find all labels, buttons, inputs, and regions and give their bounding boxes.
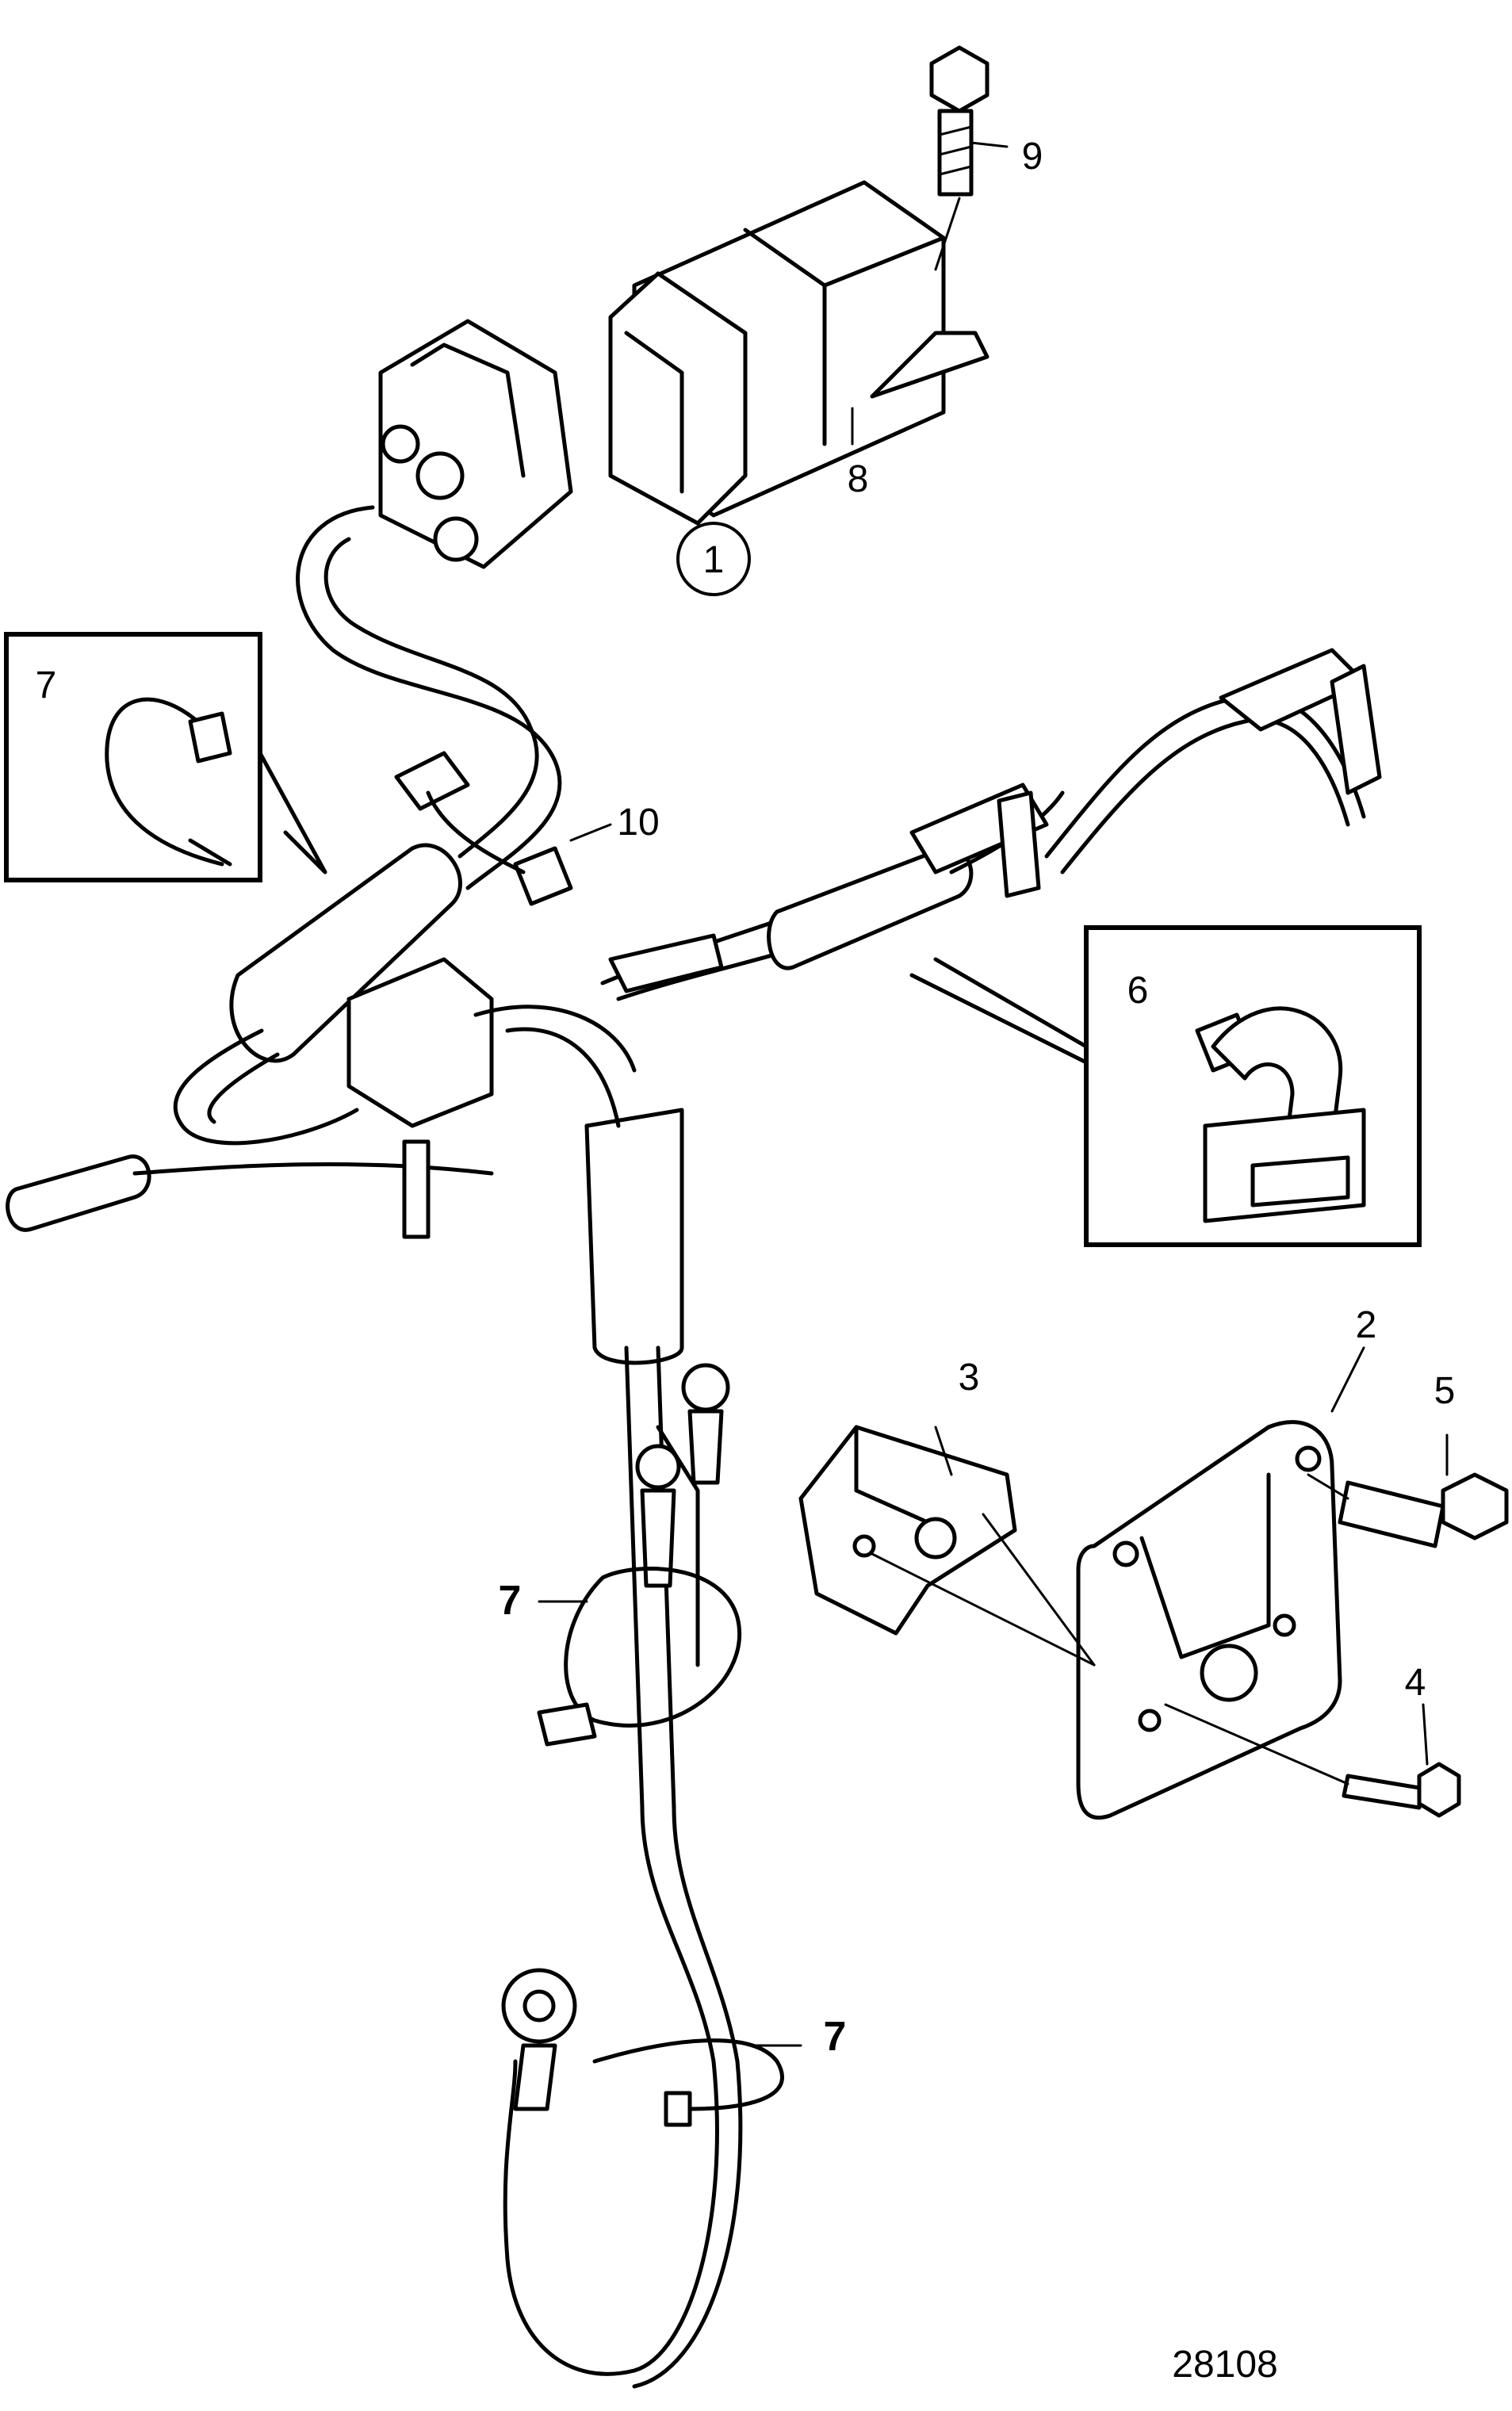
- label-7-upper: 7: [499, 1578, 522, 1624]
- main-connector-part: [378, 319, 573, 569]
- inset-box-clip: [909, 925, 1422, 1247]
- cable-harness: [6, 505, 1382, 2389]
- label-1: 1: [703, 539, 725, 581]
- label-9: 9: [1022, 136, 1043, 178]
- label-4: 4: [1405, 1662, 1426, 1704]
- cable-tie-lower: [592, 2038, 784, 2127]
- label-7-inset: 7: [36, 664, 57, 706]
- label-6: 6: [1127, 970, 1149, 1012]
- bolt-part: [929, 45, 1009, 271]
- cable-tie-upper: [537, 1567, 741, 1747]
- bracket-part: [1076, 1346, 1365, 1820]
- inset-box-tie: [4, 632, 327, 882]
- label-3: 3: [959, 1357, 980, 1399]
- screw-small-part: [1342, 1703, 1461, 1818]
- screw-large-part: [1307, 1433, 1509, 1548]
- cable-tie-top: [394, 751, 573, 906]
- callout-1: 1: [676, 522, 751, 596]
- label-5: 5: [1434, 1370, 1456, 1412]
- label-2: 2: [1356, 1304, 1377, 1346]
- label-8: 8: [848, 458, 869, 500]
- relay-part: [798, 1425, 1017, 1636]
- label-10: 10: [617, 802, 659, 844]
- figure-id: 28108: [1172, 2344, 1277, 2386]
- relay-box-part: [608, 180, 989, 526]
- leader-lines: [538, 823, 1349, 2047]
- label-7-lower: 7: [824, 2014, 847, 2060]
